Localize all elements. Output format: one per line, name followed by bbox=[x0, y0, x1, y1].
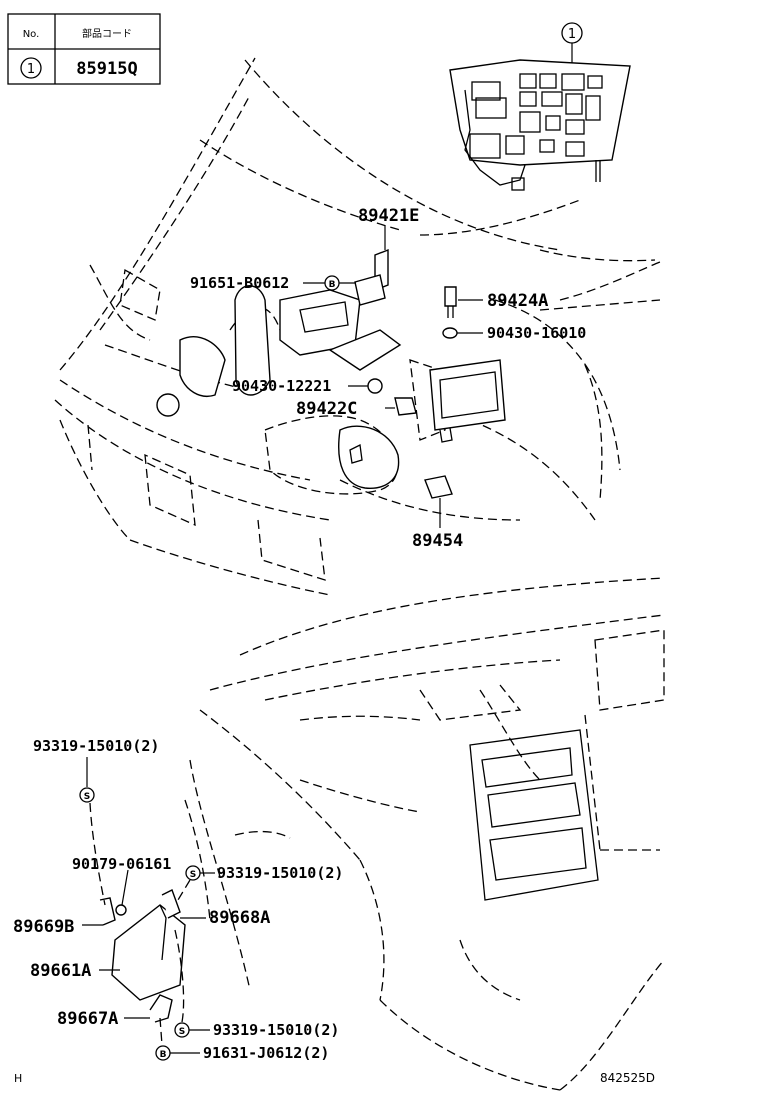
vehicle-front-illustration bbox=[54, 57, 661, 596]
label-89424A: 89424A bbox=[487, 291, 548, 311]
callout-1: 1 bbox=[568, 27, 576, 42]
table-row-circle bbox=[20, 57, 42, 79]
screw-bottom: S bbox=[174, 929, 210, 1038]
ecu-89661A bbox=[99, 904, 186, 1001]
sensor-89421E bbox=[354, 225, 389, 306]
table-header-code: 部品コード bbox=[82, 27, 132, 40]
label-89669B: 89669B bbox=[13, 917, 74, 937]
label-89668A: 89668A bbox=[209, 908, 270, 928]
label-90430-12221: 90430-12221 bbox=[232, 377, 331, 395]
footer-left: H bbox=[14, 1072, 22, 1085]
svg-text:S: S bbox=[190, 870, 196, 880]
bracket-89668A bbox=[161, 889, 206, 919]
table-row-code: 85915Q bbox=[76, 59, 137, 79]
table-header-no: No. bbox=[23, 29, 40, 40]
label-93319-15010-mid: 93319-15010(2) bbox=[217, 864, 343, 882]
gasket-90430-16010 bbox=[442, 327, 483, 339]
screw-symbol bbox=[79, 787, 95, 803]
sensor-89424A bbox=[444, 286, 483, 318]
label-89661A: 89661A bbox=[30, 961, 91, 981]
label-90430-16010: 90430-16010 bbox=[487, 324, 586, 342]
label-91631-J0612: 91631-J0612(2) bbox=[203, 1044, 329, 1062]
sensor-89422C bbox=[385, 397, 417, 416]
label-93319-15010-top: 93319-15010(2) bbox=[33, 737, 159, 755]
label-89454: 89454 bbox=[412, 531, 463, 551]
label-91651-B0612: 91651-B0612 bbox=[190, 274, 289, 292]
engine-components bbox=[156, 285, 506, 489]
part-code-table: No. 部品コード 1 85915Q bbox=[7, 13, 161, 85]
svg-text:S: S bbox=[179, 1027, 185, 1037]
bolt-bottom: B bbox=[155, 1017, 200, 1061]
gasket-90430-12221 bbox=[348, 378, 383, 394]
label-89421E: 89421E bbox=[358, 206, 419, 226]
bracket-89667A bbox=[124, 994, 173, 1023]
svg-text:B: B bbox=[329, 280, 336, 290]
bolt-91651-B0612: B bbox=[303, 275, 356, 291]
svg-text:S: S bbox=[84, 792, 90, 802]
label-89667A: 89667A bbox=[57, 1009, 118, 1029]
table-row-no: 1 bbox=[27, 62, 35, 77]
sensor-89454 bbox=[424, 475, 453, 528]
label-93319-15010-bottom: 93319-15010(2) bbox=[213, 1021, 339, 1039]
bracket-89669B bbox=[82, 897, 127, 926]
dashboard-illustration bbox=[184, 577, 665, 1091]
label-89422C: 89422C bbox=[296, 399, 357, 419]
screw-mid: S bbox=[177, 865, 215, 901]
nut-90179-06161 bbox=[121, 869, 129, 906]
label-90179-06161: 90179-06161 bbox=[72, 855, 171, 873]
footer-diagram-id: 842525D bbox=[600, 1071, 655, 1085]
relay-block-illustration: 1 bbox=[449, 22, 631, 191]
svg-text:B: B bbox=[160, 1050, 167, 1060]
screw-top: S bbox=[79, 757, 106, 906]
